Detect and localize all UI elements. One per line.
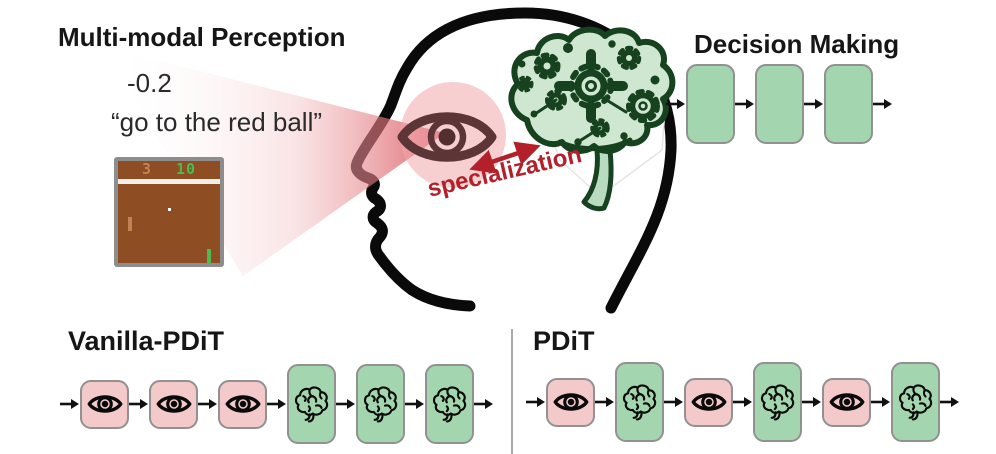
vanilla-pdit-row xyxy=(60,364,494,444)
game-top-wall xyxy=(118,179,220,184)
flow-arrow-icon xyxy=(873,99,892,109)
perception-block xyxy=(822,377,871,427)
flow-arrow-icon xyxy=(198,399,217,409)
game-ball xyxy=(168,208,171,211)
perception-block xyxy=(684,377,733,427)
eye-icon xyxy=(156,395,191,413)
flow-arrow-icon xyxy=(336,399,355,409)
perception-block xyxy=(218,379,267,429)
game-paddle-right xyxy=(207,249,211,263)
decision-making-title: Decision Making xyxy=(694,29,900,59)
brain-icon xyxy=(363,386,397,423)
instruction-text: “go to the red ball” xyxy=(111,107,323,137)
eye-icon xyxy=(691,393,726,411)
flow-arrow-icon xyxy=(733,397,752,407)
brain-icon xyxy=(294,386,328,423)
flow-arrow-icon xyxy=(802,397,821,407)
flow-arrow-icon xyxy=(526,397,545,407)
flow-arrow-icon xyxy=(595,397,614,407)
pdit-row xyxy=(526,362,960,442)
decision-block xyxy=(686,64,735,144)
multimodal-perception-title: Multi-modal Perception xyxy=(58,22,346,52)
flow-arrow-icon xyxy=(129,399,148,409)
flow-arrow-icon xyxy=(405,399,424,409)
panel-divider xyxy=(511,329,513,454)
gear-icon xyxy=(516,75,534,93)
eye-icon xyxy=(829,393,864,411)
gear-icon xyxy=(533,52,561,80)
game-score-right: 10 xyxy=(176,160,197,178)
flow-arrow-icon xyxy=(664,397,683,407)
brain-icon xyxy=(432,386,466,423)
flow-arrow-icon xyxy=(666,99,685,109)
gear-icon xyxy=(616,45,642,71)
brain-icon xyxy=(898,384,932,421)
gear-icon xyxy=(626,89,660,123)
brain-icon xyxy=(760,384,794,421)
gear-icon xyxy=(554,49,628,123)
perception-block xyxy=(546,377,595,427)
decision-block xyxy=(753,362,802,442)
decision-block xyxy=(755,64,804,144)
eye-icon xyxy=(553,393,588,411)
perception-block xyxy=(80,379,129,429)
decision-block xyxy=(615,362,664,442)
flow-arrow-icon xyxy=(474,399,493,409)
eye-icon xyxy=(225,395,260,413)
decision-making-row xyxy=(666,64,893,144)
pdit-title: PDiT xyxy=(533,326,595,356)
flow-arrow-icon xyxy=(804,99,823,109)
specialization-arrow xyxy=(469,141,541,174)
flow-arrow-icon xyxy=(267,399,286,409)
decision-block xyxy=(287,364,336,444)
flow-arrow-icon xyxy=(60,399,79,409)
atari-pong-screenshot: 3 10 xyxy=(114,157,224,267)
decision-brain-icon xyxy=(508,26,676,212)
flow-arrow-icon xyxy=(871,397,890,407)
vanilla-pdit-title: Vanilla-PDiT xyxy=(68,326,225,356)
reward-value: -0.2 xyxy=(127,68,172,98)
decision-block xyxy=(425,364,474,444)
decision-block xyxy=(356,364,405,444)
decision-block xyxy=(891,362,940,442)
perception-block xyxy=(149,379,198,429)
flow-arrow-icon xyxy=(940,397,959,407)
eye-icon xyxy=(87,395,122,413)
flow-arrow-icon xyxy=(735,99,754,109)
game-score-left: 3 xyxy=(142,160,152,178)
brain-icon xyxy=(622,384,656,421)
game-field: 3 10 xyxy=(118,161,220,263)
decision-block xyxy=(824,64,873,144)
game-paddle-left xyxy=(128,217,132,231)
